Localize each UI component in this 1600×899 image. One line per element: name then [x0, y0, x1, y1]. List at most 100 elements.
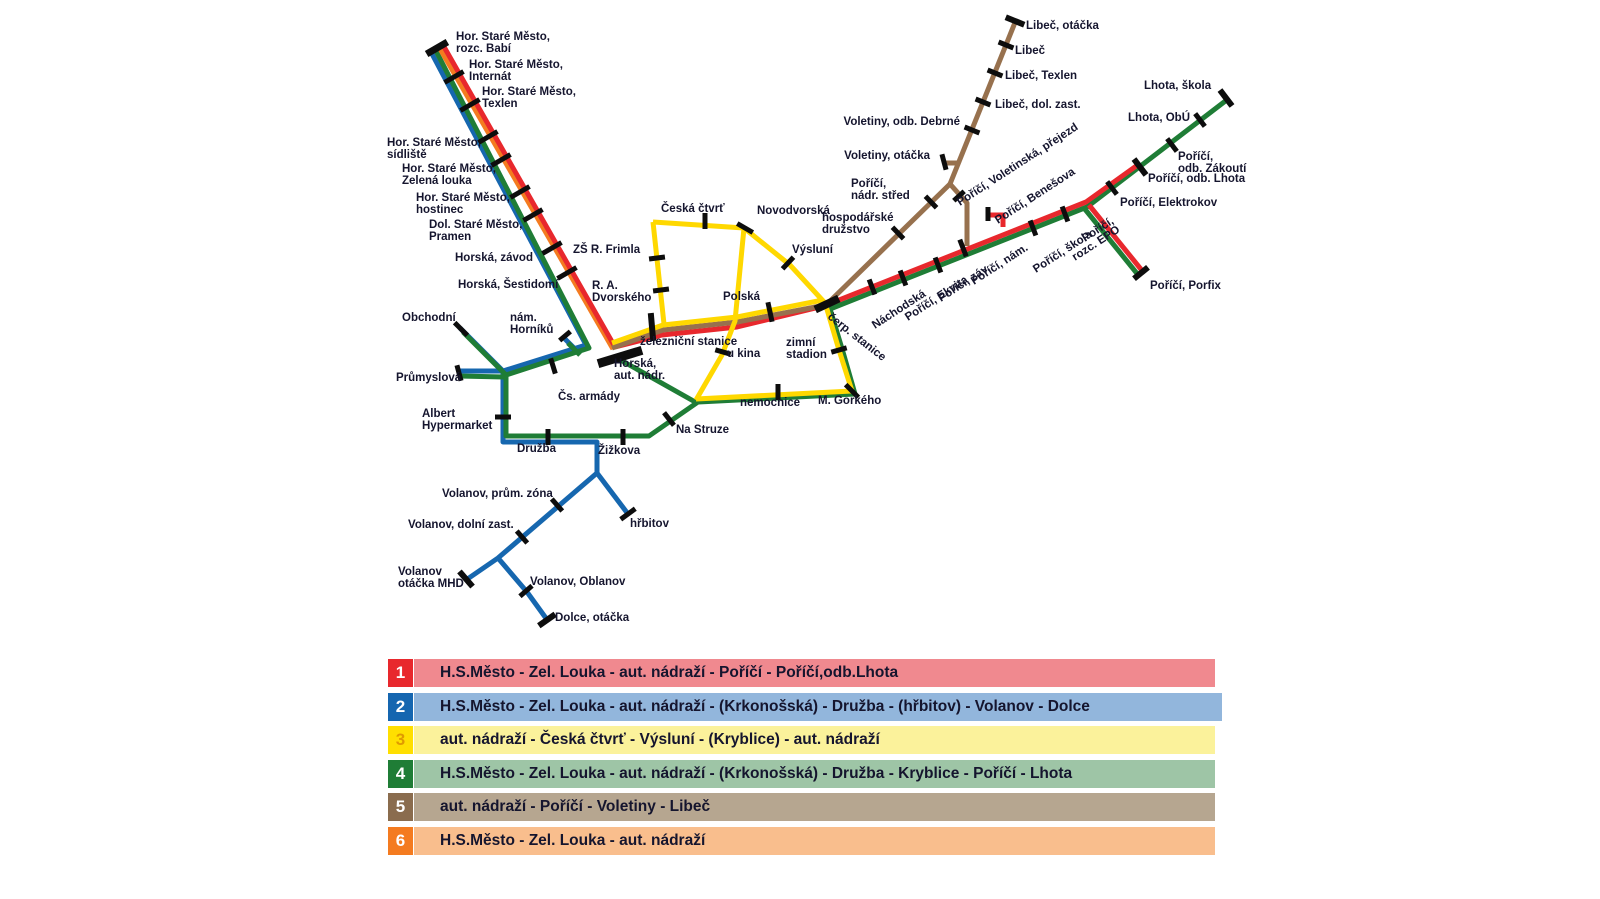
stop-label: Dvorského: [592, 292, 651, 304]
route-line-route4-green-hub-connector: [615, 355, 699, 406]
stop-label: Dolce, otáčka: [555, 612, 630, 624]
stop-label: M. Gorkého: [818, 395, 881, 407]
stop-label: nám.: [510, 312, 537, 324]
stop-tick: [459, 97, 481, 113]
stop-label: Libeč, dol. zast.: [995, 99, 1081, 111]
stop-tick: [963, 124, 981, 136]
stop-label: Lhota, škola: [1144, 80, 1212, 92]
stop-tick: [443, 69, 465, 85]
stop-tick: [735, 221, 755, 235]
stop-tick: [647, 312, 657, 342]
stop-label: Hor. Staré Město,: [387, 137, 481, 149]
stop-label: Polská: [723, 291, 761, 303]
stop-tick: [549, 497, 565, 513]
stop-label: Poříčí, Elektrokov: [1120, 197, 1218, 209]
stop-tick: [490, 152, 512, 168]
stop-label: Žižkova: [598, 444, 641, 457]
stop-tick: [514, 529, 530, 545]
stop-label: Voletiny, odb. Debrné: [844, 116, 961, 128]
stop-label: Volanov, dolní zast.: [408, 519, 514, 531]
stop-label: nemocnice: [740, 397, 800, 409]
stop-tick: [986, 67, 1004, 79]
stop-label: zimní: [786, 337, 816, 349]
stop-label: Libeč: [1015, 45, 1046, 57]
route-line-route5-brown-prejezd-link: [948, 182, 970, 246]
route-line-route3-yellow-top: [652, 219, 745, 231]
stop-label: Internát: [469, 71, 511, 83]
route-line-route3-yellow-frimla: [650, 221, 667, 325]
stop-label: ZŠ R. Frimla: [573, 243, 641, 256]
route-line-route5-brown-ne-diagonal: [824, 182, 952, 307]
stop-label: Hor. Staré Město,: [456, 31, 550, 43]
route-line-route6-orange: [436, 45, 616, 351]
route-line-route5-brown-trunk: [611, 302, 827, 351]
stop-tick: [974, 96, 992, 108]
stop-tick: [518, 583, 534, 599]
stop-tick: [957, 238, 969, 258]
stop-tick: [939, 153, 949, 171]
stop-tick: [1105, 180, 1119, 196]
stop-tick: [1132, 265, 1150, 281]
stop-tick: [1131, 157, 1149, 177]
stop-label: Čs. armády: [558, 390, 621, 403]
stop-label: hostinec: [416, 204, 464, 216]
stop-tick: [843, 382, 861, 400]
stop-label: odb. Zákoutí: [1178, 163, 1247, 175]
stop-label: Libeč, Texlen: [1005, 70, 1077, 82]
stop-tick: [1193, 112, 1207, 128]
stop-tick: [1004, 14, 1026, 28]
stop-label: Poříčí, odb. Lhota: [1148, 173, 1246, 185]
stop-label: Hor. Staré Město,: [416, 192, 510, 204]
stop-tick: [652, 286, 670, 294]
route-line-route3-yellow-steep: [693, 227, 747, 402]
stop-label: Hor. Staré Město,: [469, 59, 563, 71]
stop-label: Horská, závod: [455, 252, 533, 264]
stop-label: Horská,: [614, 358, 656, 370]
stop-tick: [997, 39, 1015, 51]
stop-label: Poříčí, Porfix: [1150, 280, 1222, 292]
route-line-route4-green-prumyslova-stub: [458, 373, 505, 380]
stop-tick: [619, 506, 637, 522]
route-line-route4-green-main: [432, 47, 1230, 439]
stop-label: Poříčí, Voletinská, přejezd: [955, 121, 1080, 208]
stop-label: Hypermarket: [422, 420, 492, 432]
stop-label: Hor. Staré Město,: [482, 86, 576, 98]
stop-label: Albert: [422, 408, 455, 420]
stop-tick: [765, 301, 775, 323]
route-line-route4-green-porfix: [1082, 206, 1141, 278]
stop-tick: [548, 357, 558, 375]
stop-label: aut. nádr.: [614, 370, 665, 382]
stop-label: Libeč, otáčka: [1026, 20, 1099, 32]
stop-tick: [454, 364, 464, 382]
stop-tick: [541, 240, 563, 256]
stop-tick: [558, 329, 572, 343]
stop-tick: [897, 269, 909, 287]
stop-label: Hor. Staré Město,: [402, 163, 496, 175]
stop-tick: [1027, 219, 1039, 237]
stop-label: u kina: [727, 348, 761, 360]
stop-tick: [952, 189, 966, 203]
route-line-route3-yellow-trunk: [611, 297, 824, 346]
stop-label: Horská, Šestidomí: [458, 278, 559, 291]
stop-tick: [1165, 137, 1179, 153]
stop-tick: [477, 129, 499, 145]
stop-label: Zelená louka: [402, 175, 472, 187]
stop-label: Volanov, Oblanov: [530, 576, 626, 588]
stop-tick: [457, 569, 475, 589]
stop-label: Družba: [517, 443, 557, 455]
stop-label: železniční stanice: [640, 336, 737, 348]
stop-tick: [522, 207, 544, 223]
stop-label: Česká čtvrť: [661, 202, 725, 215]
stop-label: rozc. Babí: [456, 43, 512, 55]
stop-label: Pramen: [429, 231, 471, 243]
stop-label: Průmyslová: [396, 372, 462, 384]
route-line-route3-yellow-kryblice: [695, 305, 855, 402]
stop-label: družstvo: [822, 224, 870, 236]
stop-label: R. A.: [592, 280, 618, 292]
stop-label: otáčka MHD: [398, 578, 464, 590]
stop-tick: [780, 255, 796, 271]
route-line-route2-blue-hrbitov-branch: [595, 471, 630, 516]
stop-tick: [714, 347, 732, 357]
stop-tick: [890, 225, 906, 241]
stop-tick: [596, 345, 644, 369]
